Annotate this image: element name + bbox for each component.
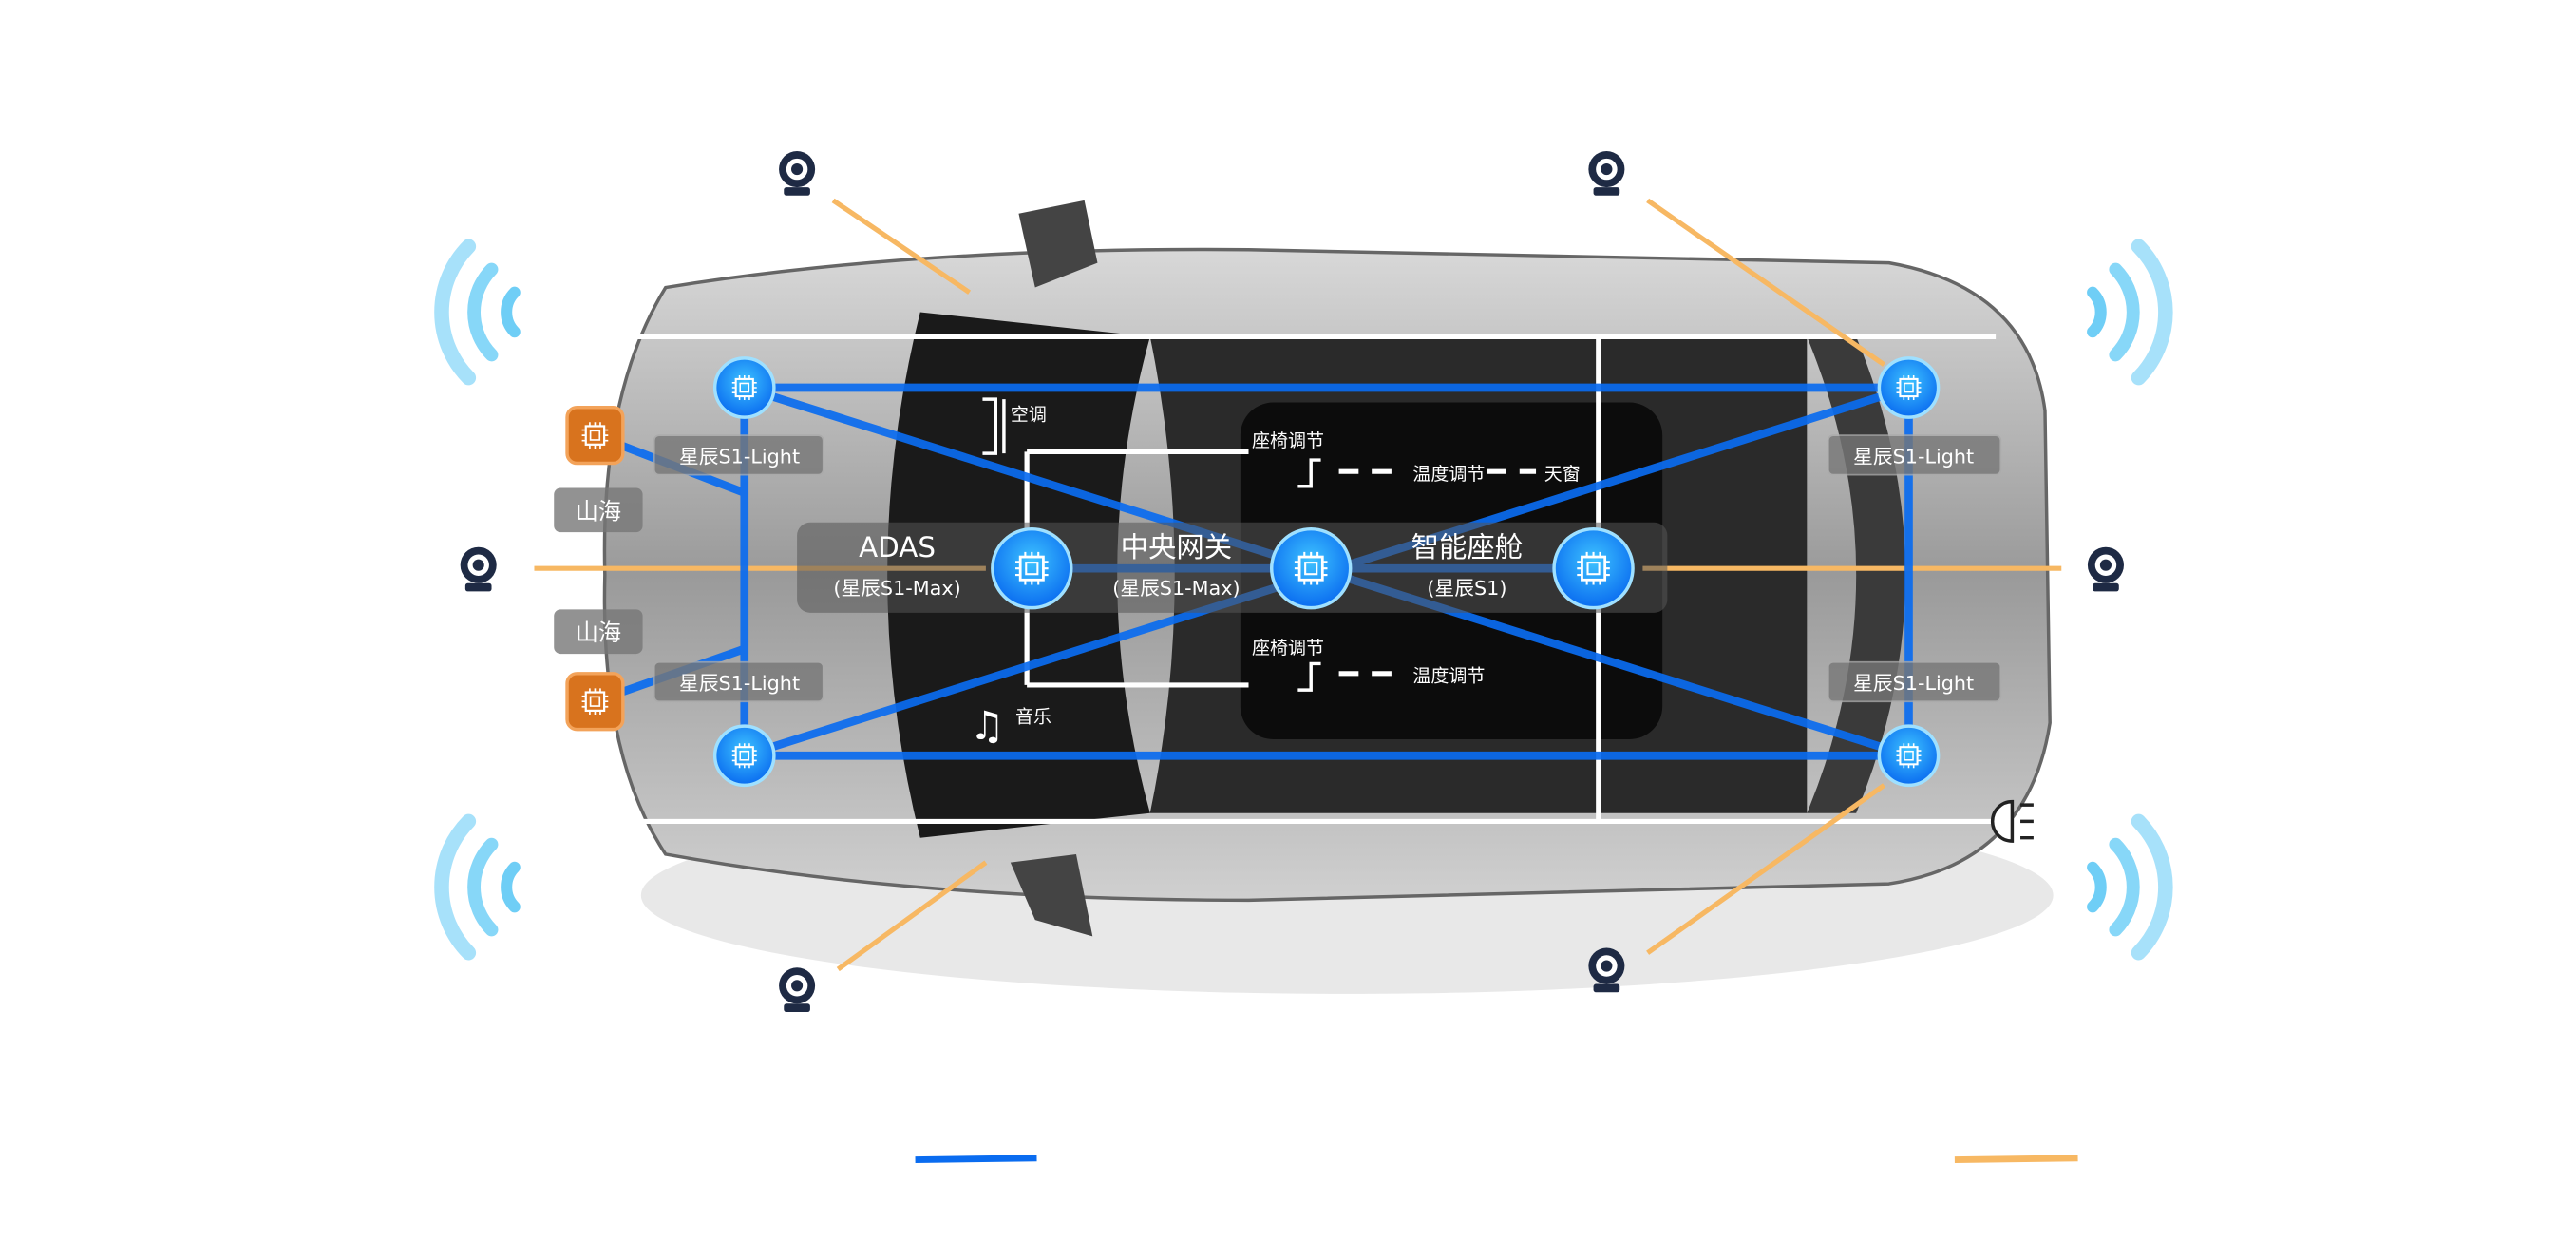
mirror-bottom — [1010, 853, 1093, 937]
gateway-label: 中央网关 (星辰S1-Max) — [1112, 531, 1240, 600]
svg-text:星辰S1-Light: 星辰S1-Light — [679, 446, 800, 468]
adas-chip-node[interactable] — [991, 526, 1073, 610]
svg-text:ADAS: ADAS — [859, 531, 936, 563]
svg-text:座椅调节: 座椅调节 — [1252, 638, 1324, 659]
corner-chip-node[interactable] — [1877, 356, 1941, 419]
svg-text:星辰S1-Light: 星辰S1-Light — [679, 672, 800, 695]
svg-text:温度调节: 温度调节 — [1412, 665, 1485, 686]
corner-chip-node[interactable] — [712, 356, 776, 419]
svg-text:星辰S1-Light: 星辰S1-Light — [1853, 446, 1974, 468]
cockpit-chip-node[interactable] — [1552, 526, 1635, 610]
wireless-wave-icon — [2093, 821, 2166, 952]
gateway-chip-node[interactable] — [1269, 526, 1353, 610]
corner-label: 星辰S1-Light — [653, 660, 824, 703]
temp-function-top: 温度调节 — [1412, 464, 1485, 485]
shanhai-chip-node[interactable] — [565, 406, 625, 466]
sunroof-function: 天窗 — [1544, 464, 1581, 485]
wireless-wave-icon — [2093, 246, 2166, 377]
temp-function-bottom: 温度调节 — [1412, 665, 1485, 686]
corner-chip-node[interactable] — [712, 724, 776, 788]
wireless-wave-icon — [442, 821, 515, 952]
svg-text:(星辰S1-Max): (星辰S1-Max) — [1112, 577, 1240, 600]
svg-text:天窗: 天窗 — [1544, 464, 1581, 485]
camera-icon[interactable] — [779, 151, 816, 196]
camera-icon[interactable] — [2087, 546, 2124, 592]
svg-text:♫: ♫ — [970, 702, 1005, 749]
camera-icon[interactable] — [1588, 151, 1625, 196]
corner-chip-node[interactable] — [1877, 724, 1941, 788]
svg-text:座椅调节: 座椅调节 — [1252, 430, 1324, 451]
corner-label: 星辰S1-Light — [1827, 660, 2002, 703]
svg-text:(星辰S1-Max): (星辰S1-Max) — [833, 577, 960, 600]
svg-text:星辰S1-Light: 星辰S1-Light — [1853, 672, 1974, 695]
ac-function: 空调 — [982, 397, 1047, 455]
corner-label: 星辰S1-Light — [1827, 434, 2002, 476]
legend-network-swatch — [915, 1155, 1037, 1163]
svg-text:山海: 山海 — [576, 498, 621, 525]
svg-text:空调: 空调 — [1011, 405, 1047, 426]
seat-function-top: 座椅调节 — [1252, 430, 1324, 488]
camera-icon[interactable] — [779, 967, 816, 1012]
camera-icon[interactable] — [460, 546, 497, 592]
camera-icon[interactable] — [1588, 947, 1625, 993]
svg-text:智能座舱: 智能座舱 — [1411, 531, 1524, 563]
mirror-top — [1018, 200, 1098, 288]
shanhai-chip-node[interactable] — [565, 672, 625, 732]
headlight-icon — [1990, 799, 2034, 843]
shanhai-label: 山海 — [554, 487, 643, 533]
music-function: ♫ 音乐 — [970, 702, 1051, 749]
wireless-wave-icon — [442, 246, 515, 377]
svg-text:音乐: 音乐 — [1015, 707, 1051, 728]
cockpit-label: 智能座舱 (星辰S1) — [1411, 531, 1524, 600]
svg-text:温度调节: 温度调节 — [1412, 464, 1485, 485]
adas-label: ADAS (星辰S1-Max) — [833, 531, 960, 600]
shanhai-label: 山海 — [554, 609, 643, 655]
corner-label: 星辰S1-Light — [653, 434, 824, 476]
seat-function-bottom: 座椅调节 — [1252, 638, 1324, 692]
legend-camera-swatch — [1954, 1155, 2078, 1163]
svg-text:中央网关: 中央网关 — [1121, 531, 1233, 563]
svg-text:(星辰S1): (星辰S1) — [1427, 577, 1506, 600]
power-frame — [624, 334, 1997, 824]
svg-text:山海: 山海 — [576, 620, 621, 646]
